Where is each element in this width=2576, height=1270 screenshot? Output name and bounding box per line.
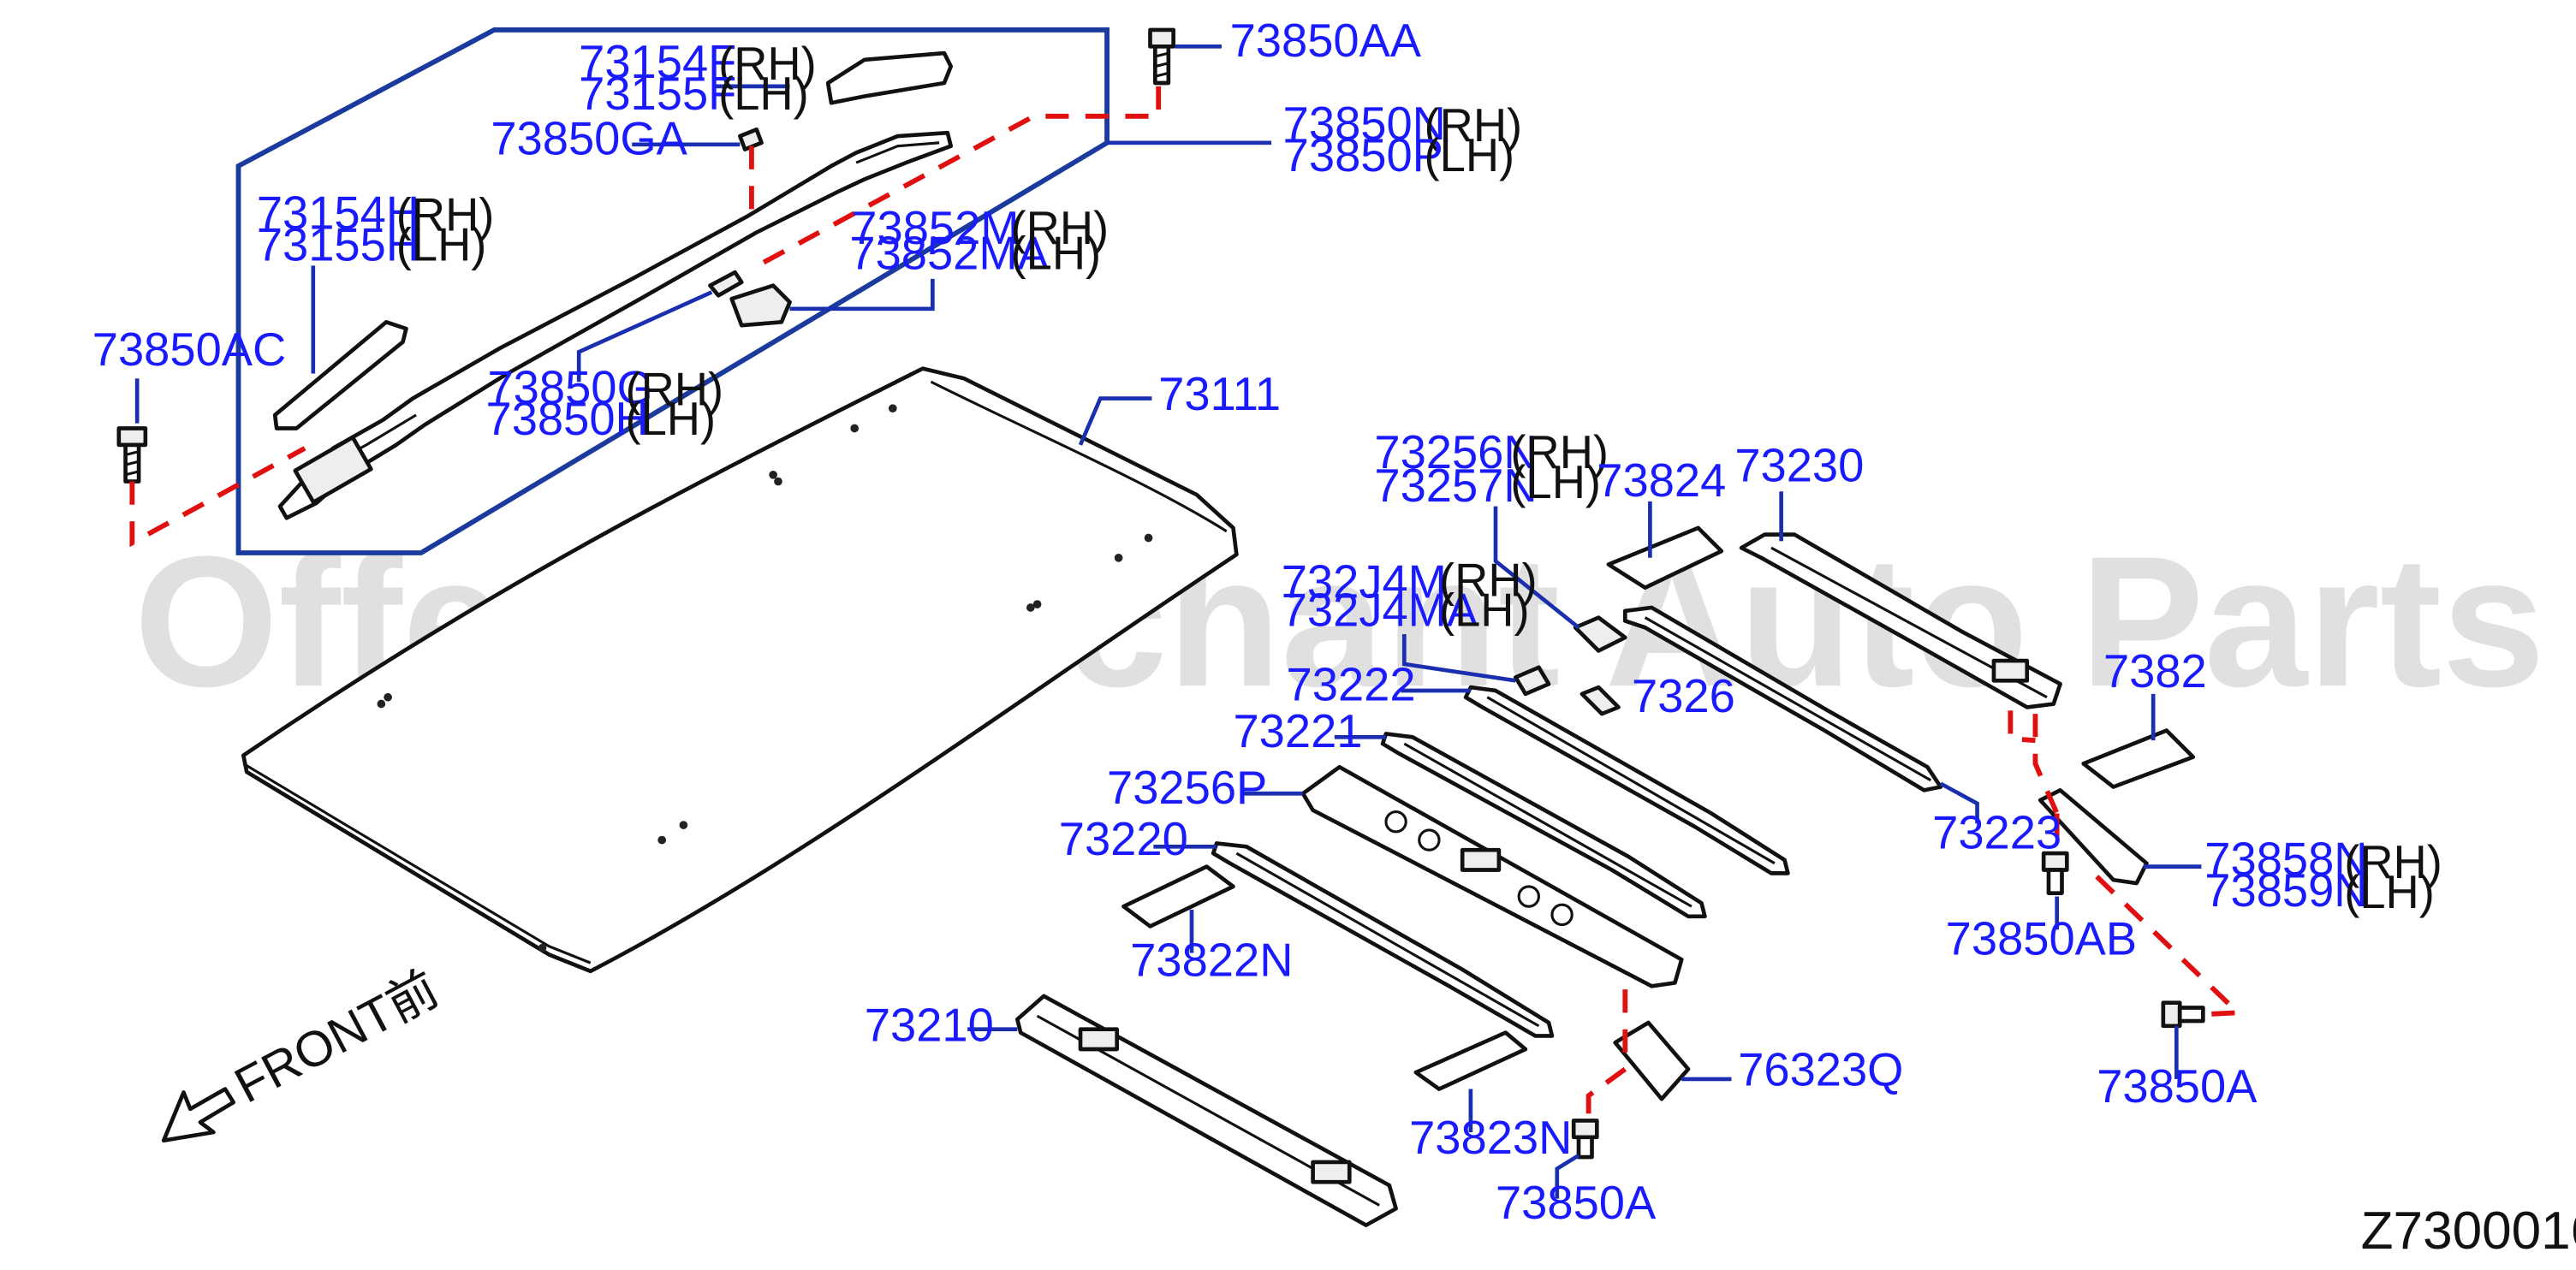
- bracket-7382: [2081, 728, 2196, 789]
- callout-73852MA-side: (LH): [1011, 227, 1102, 279]
- callout-73210: 73210: [865, 999, 994, 1051]
- callout-73850N: 73850N: [1283, 98, 1446, 150]
- bow-73221: [1380, 732, 1707, 919]
- callout-73858N-side: (RH): [2344, 836, 2442, 888]
- callout-73850G: 73850G: [487, 361, 652, 413]
- rail-end-cap-rear: [825, 50, 954, 105]
- callout-73850P-side: (LH): [1425, 129, 1515, 181]
- bracket-73256N: [1573, 615, 1627, 653]
- bolt-73850A-right: [2161, 1000, 2205, 1029]
- callout-labels: 73850AA 73154F (RH) 73155F (LH) 73850GA …: [92, 15, 2442, 1229]
- callout-732J4MA: 732J4MA: [1282, 584, 1478, 636]
- callout-732J4M: 732J4M: [1282, 555, 1447, 608]
- dashed-fastener-lines: [129, 86, 2244, 1123]
- clip-732J4M: [1513, 665, 1551, 697]
- callout-73850G-side: (RH): [625, 363, 723, 415]
- callout-73155H: 73155H: [257, 219, 419, 271]
- callout-73256N-side: (RH): [1510, 426, 1609, 478]
- bow-73220: [1211, 841, 1555, 1038]
- rail-73230: [1739, 532, 2062, 709]
- callout-73850H-side: (LH): [625, 393, 716, 445]
- callout-73155H-side: (LH): [396, 219, 487, 271]
- front-label: FRONT前: [226, 961, 448, 1114]
- bracket-76323Q: [1613, 1020, 1691, 1101]
- callout-73230: 73230: [1734, 440, 1864, 492]
- bracket-73824: [1606, 525, 1724, 590]
- bolt-73850AA: [1148, 27, 1175, 86]
- bow-73223: [1622, 605, 1943, 792]
- callout-73850GA: 73850GA: [491, 112, 687, 164]
- bracket-73858N: [2038, 788, 2149, 886]
- callout-73221: 73221: [1233, 705, 1362, 757]
- callout-73256N: 73256N: [1374, 426, 1537, 478]
- callout-73852MA: 73852MA: [849, 227, 1049, 279]
- callout-73850AC: 73850AC: [92, 323, 286, 376]
- callout-73222: 73222: [1287, 659, 1416, 711]
- roof-rail-part: [277, 130, 954, 520]
- rail-73210: [1014, 994, 1398, 1227]
- callout-73824: 73824: [1597, 454, 1726, 507]
- bow-73222: [1463, 685, 1790, 875]
- bolt-73850AC: [116, 426, 148, 484]
- bolt-73850AB: [2041, 851, 2069, 895]
- callout-73850AA: 73850AA: [1230, 15, 1422, 67]
- clip-7326: [1580, 685, 1621, 716]
- callout-73852M-side: (RH): [1011, 202, 1110, 254]
- callout-73154H-side: (RH): [396, 189, 495, 241]
- callout-73111: 73111: [1158, 368, 1281, 420]
- callout-73256P: 73256P: [1107, 762, 1267, 814]
- clip-73850GA: [738, 127, 764, 151]
- callout-73155F: 73155F: [579, 68, 736, 120]
- callout-73154F-side: (RH): [718, 38, 817, 90]
- front-direction-arrow: FRONT前: [161, 961, 448, 1143]
- callout-73822N: 73822N: [1130, 935, 1293, 987]
- callout-73850A-right: 73850A: [2097, 1060, 2258, 1113]
- callout-73850N-side: (RH): [1425, 99, 1523, 151]
- callout-73850H: 73850H: [486, 393, 649, 445]
- callout-73852M: 73852M: [851, 202, 1019, 254]
- leader-lines: [134, 44, 2202, 1199]
- bracket-73822N: [1121, 864, 1235, 929]
- callout-732J4M-side: (RH): [1439, 554, 1538, 606]
- rail-end-cap-front: [272, 320, 408, 430]
- clip-73850G: [708, 270, 744, 298]
- clip-73852M: [729, 283, 792, 328]
- callout-73257N: 73257N: [1374, 460, 1537, 512]
- bolt-73850A-bottom: [1571, 1119, 1599, 1160]
- callout-73850P: 73850P: [1283, 129, 1443, 181]
- callout-732J4MA-side: (LH): [1439, 584, 1530, 636]
- callout-73850AB: 73850AB: [1946, 912, 2137, 964]
- diagram-code: Z7300016: [2361, 1202, 2576, 1261]
- roof-panel-73111: [241, 366, 1239, 974]
- callout-73858N: 73858N: [2204, 833, 2367, 885]
- callout-7382: 7382: [2103, 645, 2207, 697]
- callout-73223: 73223: [1932, 806, 2061, 858]
- callout-73154F: 73154F: [579, 36, 736, 88]
- callout-73823N: 73823N: [1409, 1112, 1572, 1164]
- bow-73256P: [1300, 764, 1684, 988]
- callout-7326: 7326: [1632, 670, 1735, 722]
- callout-73257N-side: (LH): [1510, 456, 1601, 508]
- callout-73155F-side: (LH): [718, 68, 809, 120]
- callout-73220: 73220: [1059, 813, 1188, 865]
- callout-73859N-side: (LH): [2344, 866, 2435, 918]
- callout-73850A-bottom: 73850A: [1496, 1177, 1657, 1229]
- callout-76323Q: 76323Q: [1738, 1044, 1903, 1096]
- callout-73859N: 73859N: [2204, 864, 2367, 917]
- callout-73154H: 73154H: [257, 187, 419, 240]
- bracket-73823N: [1413, 1030, 1528, 1091]
